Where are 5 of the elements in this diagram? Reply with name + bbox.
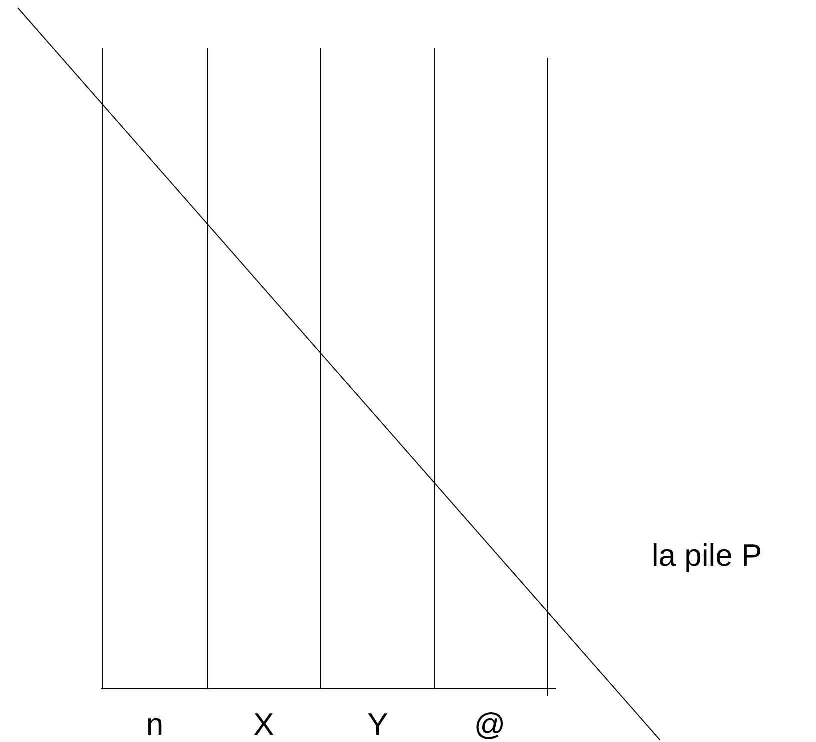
stack-label: la pile P (652, 540, 762, 571)
column-label: @ (474, 709, 506, 740)
column-label: Y (368, 709, 388, 740)
column-label: n (146, 709, 164, 740)
column-label: X (254, 709, 274, 740)
